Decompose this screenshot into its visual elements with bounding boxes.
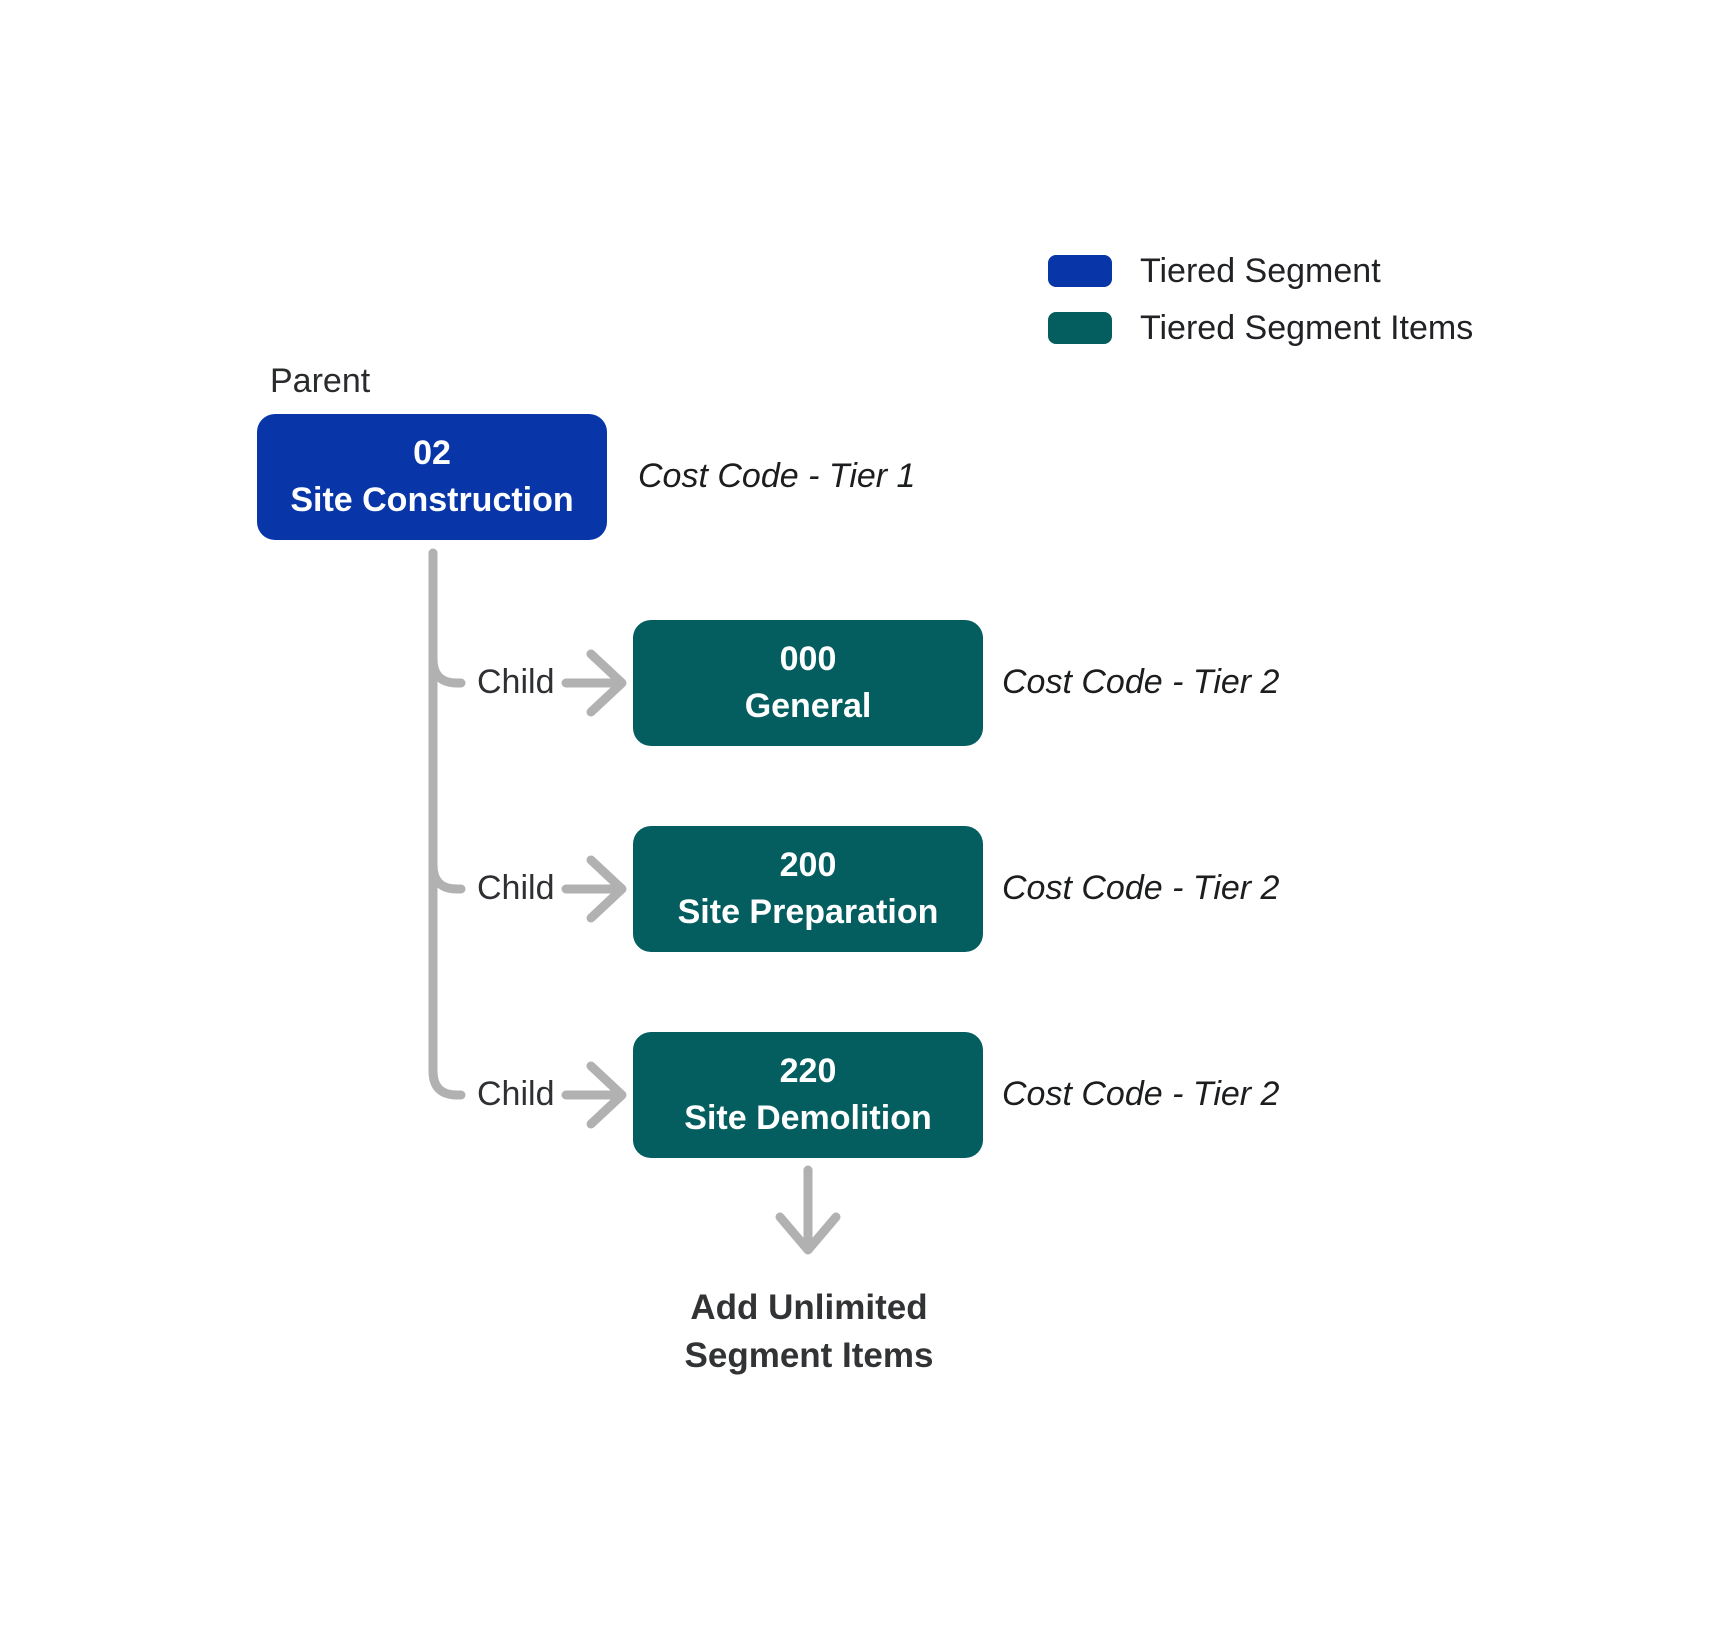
node-name: Site Preparation <box>677 893 939 931</box>
trunk-connector-line <box>428 548 466 1100</box>
right-arrow-icon <box>561 855 627 923</box>
footer-note: Add Unlimited Segment Items <box>609 1284 1009 1380</box>
node-code: 200 <box>779 846 837 884</box>
child-relation-label: Child <box>477 1075 555 1113</box>
right-arrow-icon <box>561 649 627 717</box>
legend: Tiered Segment Tiered Segment Items <box>1048 252 1473 366</box>
node-site-preparation: 200 Site Preparation <box>633 826 983 952</box>
annotation-tier-2: Cost Code - Tier 2 <box>1002 1075 1280 1113</box>
node-code: 220 <box>779 1052 837 1090</box>
child-relation-label: Child <box>477 663 555 701</box>
legend-label: Tiered Segment <box>1140 251 1381 290</box>
node-site-construction: 02 Site Construction <box>257 414 607 540</box>
branch-connector-child-2 <box>428 860 466 894</box>
annotation-tier-2: Cost Code - Tier 2 <box>1002 663 1280 701</box>
annotation-tier-2: Cost Code - Tier 2 <box>1002 869 1280 907</box>
legend-item-tiered-segment: Tiered Segment <box>1048 252 1473 290</box>
down-arrow-icon <box>775 1165 841 1255</box>
branch-connector-child-1 <box>428 654 466 688</box>
node-name: Site Demolition <box>684 1099 932 1137</box>
node-general: 000 General <box>633 620 983 746</box>
node-name: General <box>744 687 872 725</box>
node-code: 02 <box>413 434 451 472</box>
node-code: 000 <box>779 640 837 678</box>
child-relation-label: Child <box>477 869 555 907</box>
annotation-tier-1: Cost Code - Tier 1 <box>638 457 916 495</box>
parent-label: Parent <box>270 362 371 400</box>
right-arrow-icon <box>561 1061 627 1129</box>
legend-label: Tiered Segment Items <box>1140 308 1474 347</box>
node-name: Site Construction <box>290 481 574 519</box>
tiered-segment-items-swatch-icon <box>1048 312 1112 344</box>
tiered-segment-swatch-icon <box>1048 255 1112 287</box>
node-site-demolition: 220 Site Demolition <box>633 1032 983 1158</box>
legend-item-tiered-segment-items: Tiered Segment Items <box>1048 309 1473 347</box>
footer-note-line-1: Add Unlimited <box>690 1288 928 1327</box>
footer-note-line-2: Segment Items <box>684 1336 934 1375</box>
